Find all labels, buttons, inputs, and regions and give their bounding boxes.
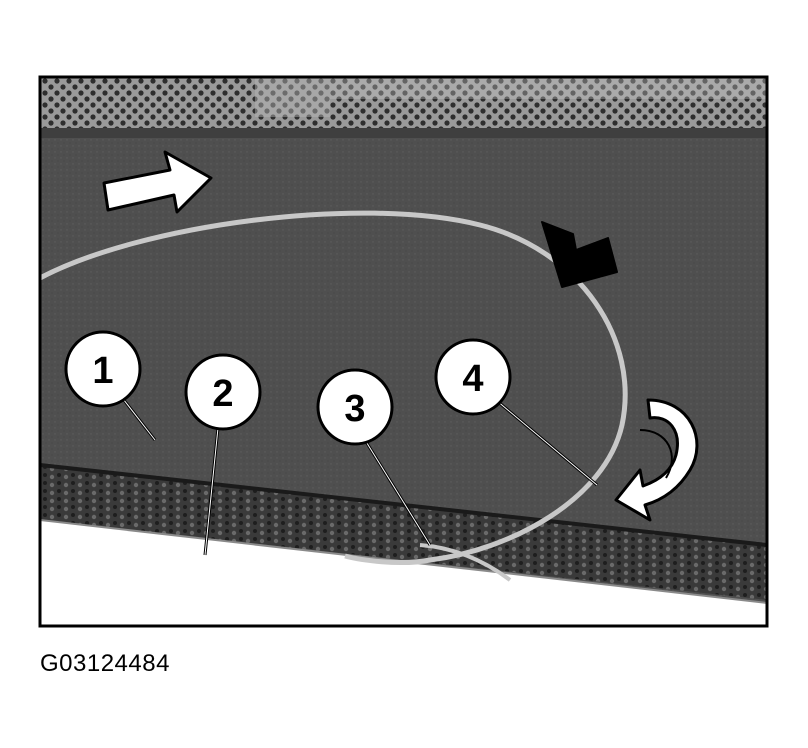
- glass-edge-gasket: [40, 465, 767, 600]
- callout-4-label: 4: [462, 358, 483, 400]
- callout-3: 3: [316, 368, 394, 446]
- pull-direction-arrow: [102, 150, 213, 214]
- callout-4: 4: [434, 338, 512, 416]
- frit-band: [40, 77, 767, 132]
- figure-code: G03124484: [40, 650, 170, 677]
- body-panel: [40, 520, 767, 626]
- cutting-wire: [40, 210, 628, 566]
- wire-position-arrow: [541, 221, 618, 288]
- callout-2-label: 2: [212, 373, 233, 415]
- callout-1: 1: [64, 330, 142, 408]
- rotation-arrow: [614, 398, 699, 522]
- callout-2: 2: [184, 353, 262, 431]
- callout-3-label: 3: [344, 388, 365, 430]
- photo-frame: [38, 75, 769, 628]
- callout-1-label: 1: [92, 350, 113, 392]
